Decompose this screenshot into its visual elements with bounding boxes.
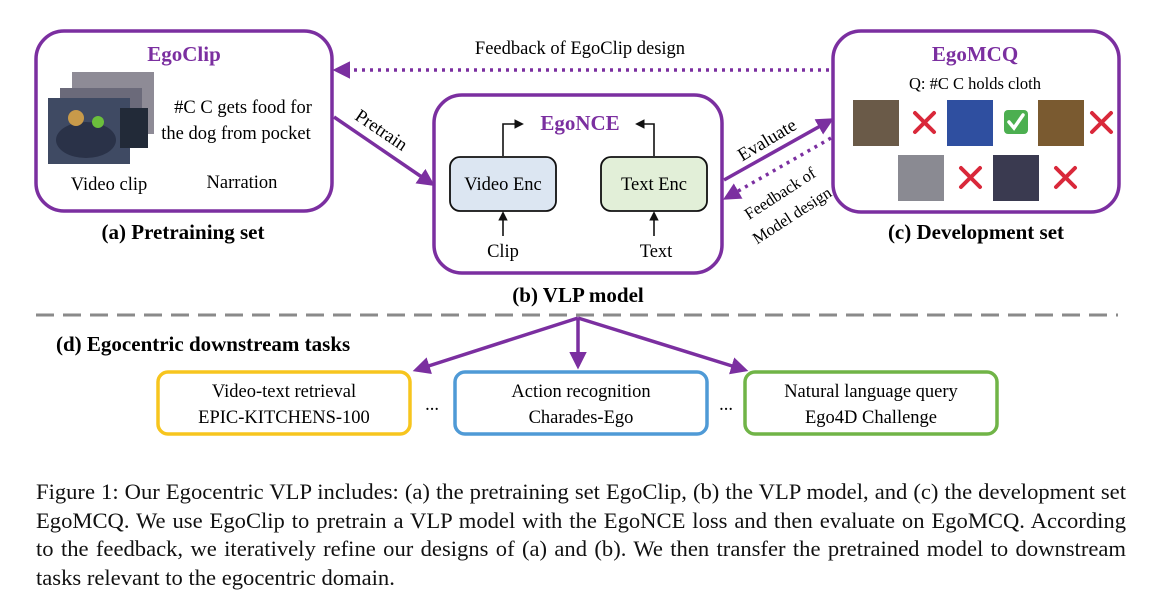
narration-line-1: #C C gets food for: [174, 98, 312, 118]
figure-caption-text: Figure 1: Our Egocentric VLP includes: (…: [36, 479, 1126, 590]
task-action-line1: Action recognition: [511, 382, 650, 402]
pretrain-arrow: [333, 115, 435, 186]
egomcq-title: EgoMCQ: [932, 42, 1018, 66]
cross-icon: [959, 166, 982, 189]
text-label: Text: [640, 242, 673, 262]
vlp-model-panel: EgoNCE Video Enc Text Enc Clip Text (b) …: [432, 93, 724, 307]
downstream-title: (d) Egocentric downstream tasks: [56, 332, 350, 356]
candidate-thumbnail-5: [993, 155, 1039, 201]
downstream-panel: (d) Egocentric downstream tasks Video-te…: [56, 316, 999, 436]
video-clip-label: Video clip: [71, 175, 147, 195]
clip-label: Clip: [487, 242, 519, 262]
task-box-retrieval: [156, 370, 412, 436]
narration-line-2: the dog from pocket: [161, 124, 311, 144]
task-nlq-line1: Natural language query: [784, 382, 958, 402]
transfer-arrow-left: [412, 316, 579, 375]
development-panel: EgoMCQ Q: #C C holds cloth (c) Developme…: [831, 29, 1121, 244]
egoclip-title: EgoClip: [147, 42, 221, 66]
pretraining-panel: EgoClip #C C gets food for the dog from …: [34, 29, 334, 244]
development-caption: (c) Development set: [888, 220, 1064, 244]
text-encoder-box: [600, 156, 708, 212]
task-retrieval-line1: Video-text retrieval: [212, 382, 356, 402]
cross-icon: [1090, 111, 1113, 134]
check-icon: [1004, 110, 1028, 134]
ellipsis-2: ...: [719, 395, 733, 415]
text-encoder-label: Text Enc: [621, 175, 687, 195]
candidate-thumbnail-4: [898, 155, 944, 201]
video-encoder-box: [449, 156, 557, 212]
transfer-arrow-right: [577, 316, 749, 375]
candidate-thumbnail-2: [947, 100, 993, 146]
feedback-egoclip-label: Feedback of EgoClip design: [475, 39, 685, 59]
egomcq-question: Q: #C C holds cloth: [909, 74, 1042, 93]
task-retrieval-line2: EPIC-KITCHENS-100: [198, 408, 370, 428]
task-action-line2: Charades-Ego: [529, 408, 634, 428]
ellipsis-1: ...: [425, 395, 439, 415]
video-clip-thumbnails: [48, 72, 154, 164]
text-enc-to-egonce-arrow: [635, 119, 655, 156]
candidate-thumbnail-3: [1038, 100, 1084, 146]
cross-icon: [1054, 166, 1077, 189]
task-nlq-line2: Ego4D Challenge: [805, 408, 937, 428]
egonce-title: EgoNCE: [540, 111, 619, 135]
candidate-thumbnail-1: [853, 100, 899, 146]
cross-icon: [913, 111, 936, 134]
vlp-caption: (b) VLP model: [512, 283, 644, 307]
evaluate-label: Evaluate: [735, 115, 801, 165]
task-box-nlq: [743, 370, 999, 436]
pretraining-caption: (a) Pretraining set: [102, 220, 265, 244]
figure-caption: Figure 1: Our Egocentric VLP includes: (…: [36, 478, 1126, 592]
video-enc-to-egonce-arrow: [502, 119, 524, 156]
video-encoder-label: Video Enc: [464, 175, 542, 195]
evaluate-arrow: [723, 118, 835, 182]
narration-label: Narration: [207, 173, 278, 193]
task-box-action-recognition: [453, 370, 709, 436]
